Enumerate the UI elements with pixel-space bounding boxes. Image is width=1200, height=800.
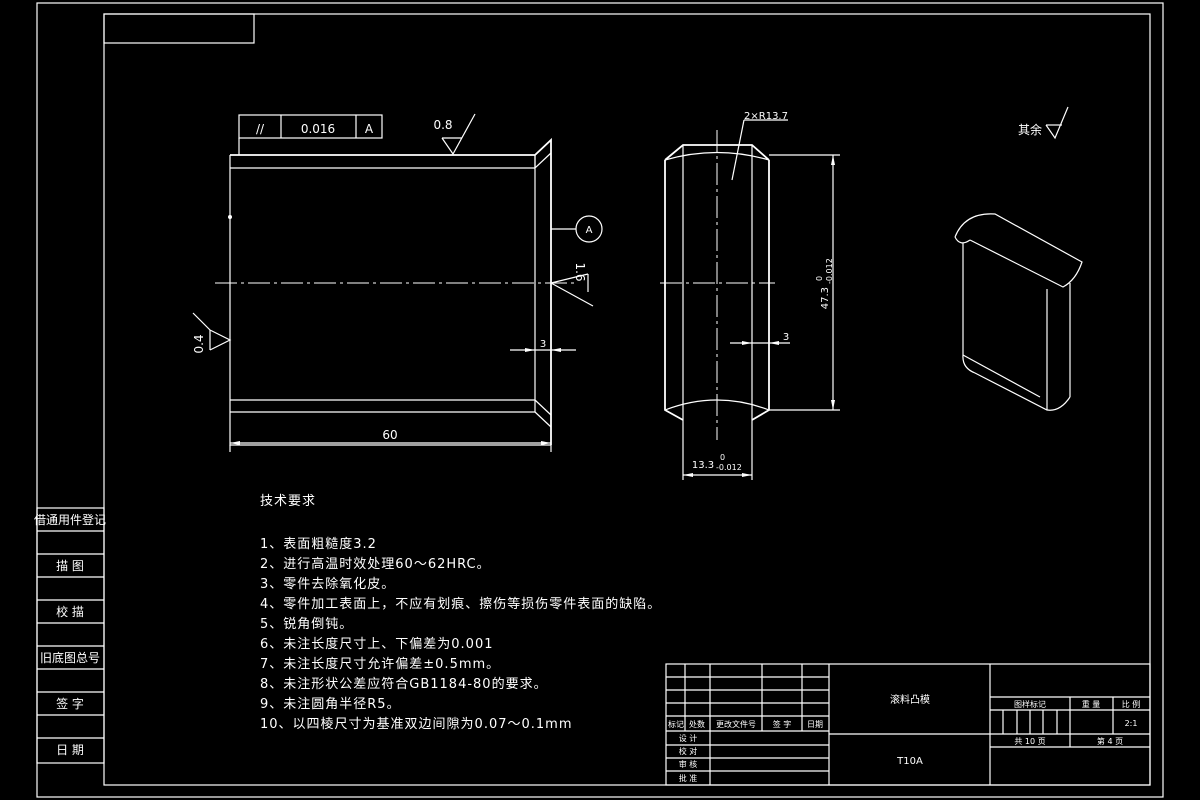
side-view — [660, 130, 775, 440]
dim-radius-value: 2×R13.7 — [744, 111, 788, 122]
gdt-frame: // 0.016 A — [238, 114, 383, 155]
role-label: 设 计 — [679, 733, 698, 743]
role-label: 审 核 — [679, 759, 698, 769]
roughness-left: 0.4 — [192, 312, 232, 354]
rev-header: 更改文件号 — [716, 719, 756, 729]
part-name: 滚料凸模 — [890, 693, 930, 706]
datum-label: A — [586, 225, 593, 236]
tech-requirements: 技术要求 1、表面粗糙度3.2 2、进行高温时效处理60～62HRC。 3、零件… — [260, 494, 661, 732]
sheet-number: 第 4 页 — [1097, 736, 1123, 746]
dim-radius: 2×R13.7 — [731, 111, 788, 181]
tech-title: 技术要求 — [260, 494, 316, 509]
side-block: 借通用件登记 描 图 校 描 旧底图总号 签 字 日 期 — [34, 507, 106, 764]
front-view — [215, 137, 575, 446]
dim-length: 60 — [229, 428, 552, 452]
gdt-tolerance: 0.016 — [301, 122, 335, 136]
dim-chamfer-front: 3 — [510, 339, 576, 352]
tech-item: 8、未注形状公差应符合GB1184-80的要求。 — [260, 676, 548, 692]
role-label: 批 准 — [679, 773, 698, 783]
sheets-total: 共 10 页 — [1014, 737, 1045, 746]
roughness-others-label: 其余 — [1018, 122, 1042, 137]
dim-height-value: 47.3 — [820, 287, 831, 309]
roughness-right: 1.6 — [549, 262, 594, 307]
rev-header: 处数 — [689, 719, 705, 729]
tech-item: 9、未注圆角半径R5。 — [260, 697, 401, 712]
dim-length-value: 60 — [382, 428, 397, 442]
inner-frame — [103, 13, 1151, 786]
roughness-top: 0.8 — [433, 113, 476, 156]
roughness-others: 其余 — [1018, 106, 1069, 140]
rev-header: 签 字 — [773, 719, 792, 729]
tech-item: 2、进行高温时效处理60～62HRC。 — [260, 556, 491, 572]
role-label: 校 对 — [679, 746, 698, 756]
tech-item: 3、零件去除氧化皮。 — [260, 577, 395, 592]
side-label-4: 旧底图总号 — [40, 650, 100, 665]
side-label-3: 校 描 — [56, 604, 84, 619]
datum-marker: A — [551, 215, 603, 243]
front-center-dot — [228, 215, 232, 219]
stage-header: 图样标记 — [1014, 699, 1046, 709]
roughness-top-value: 0.8 — [433, 118, 452, 132]
tech-item: 1、表面粗糙度3.2 — [260, 536, 377, 552]
tech-item: 10、以四棱尺寸为基准双边间隙为0.07～0.1mm — [260, 716, 573, 732]
gdt-datum-ref: A — [365, 122, 374, 136]
top-left-box — [103, 13, 255, 44]
tech-item: 5、锐角倒钝。 — [260, 617, 353, 632]
dim-chamfer-side: 3 — [730, 332, 790, 345]
dim-width-upper: 0 — [720, 453, 725, 462]
side-label-2: 描 图 — [56, 559, 84, 573]
side-label-5: 签 字 — [56, 696, 84, 711]
material: T10A — [896, 756, 923, 767]
dim-height: 47.3 0 -0.012 — [769, 154, 840, 411]
dim-height-lower: -0.012 — [825, 258, 834, 284]
stage-header: 重 量 — [1082, 699, 1101, 709]
dim-chamfer-side-value: 3 — [783, 332, 789, 343]
rev-header: 标记 — [668, 719, 684, 729]
rev-header: 日期 — [807, 720, 823, 729]
outer-frame — [36, 2, 1164, 798]
isometric-view — [954, 213, 1083, 411]
stage-header: 比 例 — [1122, 699, 1141, 709]
roughness-right-value: 1.6 — [573, 262, 587, 281]
scale-value: 2:1 — [1125, 719, 1138, 728]
title-block: 标记 处数 更改文件号 签 字 日期 设 计 校 对 审 核 批 准 滚料凸模 … — [665, 663, 1151, 786]
roughness-left-value: 0.4 — [192, 334, 206, 353]
tech-item: 6、未注长度尺寸上、下偏差为0.001 — [260, 636, 494, 652]
side-label-6: 日 期 — [56, 743, 84, 757]
dim-width-lower: -0.012 — [716, 463, 742, 472]
tech-item: 4、零件加工表面上，不应有划痕、擦伤等损伤零件表面的缺陷。 — [260, 596, 661, 612]
dim-width: 13.3 0 -0.012 — [682, 420, 753, 480]
dim-height-upper: 0 — [815, 276, 824, 281]
gdt-parallel-symbol: // — [256, 122, 265, 136]
tech-item: 7、未注长度尺寸允许偏差±0.5mm。 — [260, 656, 500, 672]
dim-chamfer-front-value: 3 — [540, 339, 546, 350]
side-label-1: 借通用件登记 — [34, 512, 106, 527]
dim-width-value: 13.3 — [692, 460, 714, 471]
